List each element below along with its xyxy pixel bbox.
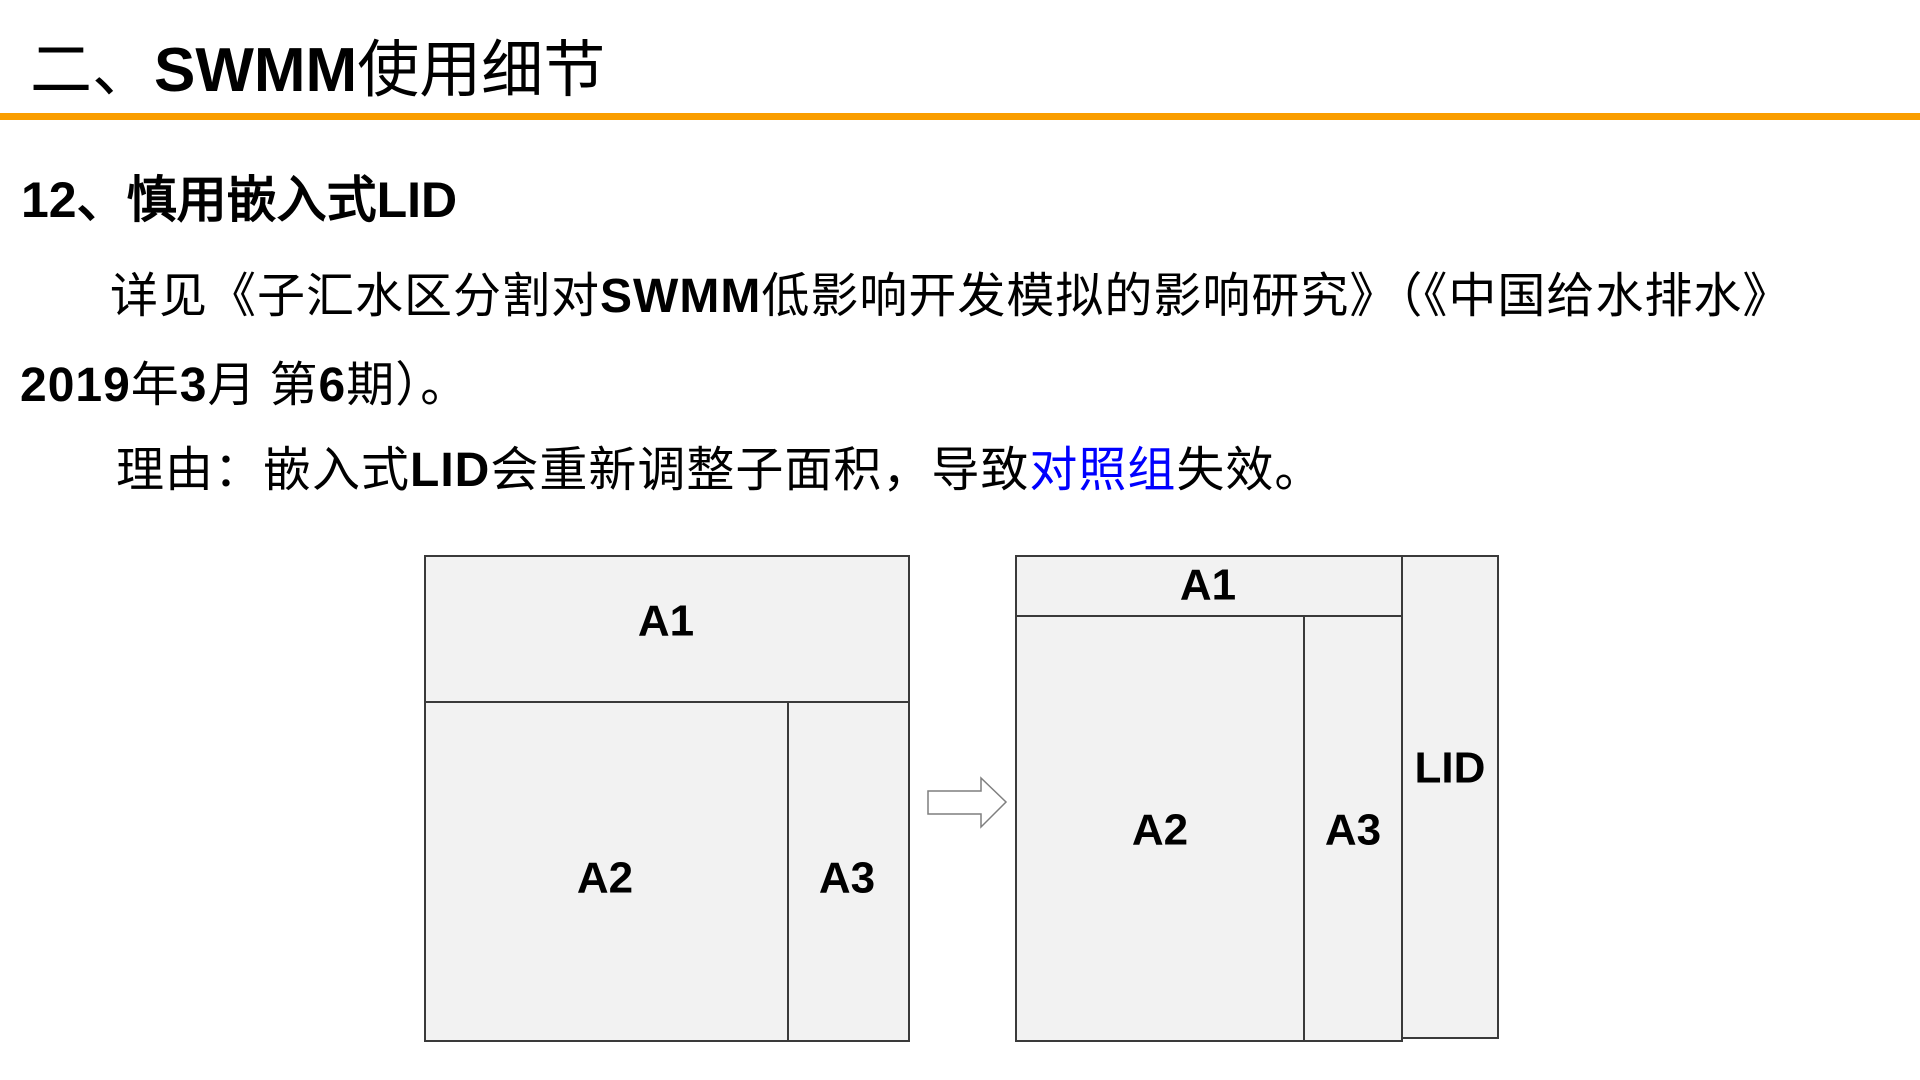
reference-line-1: 详见《子汇水区分割对SWMM低影响开发模拟的影响研究》（《中国给水排水》 bbox=[110, 273, 1791, 321]
slide-title-suffix: 使用细节 bbox=[357, 36, 606, 105]
before-area-a1 bbox=[424, 555, 910, 703]
slide-title-emphasis: SWMM bbox=[154, 36, 358, 105]
after-area-a3 bbox=[1303, 615, 1403, 1042]
reason-text-lid: LID bbox=[410, 444, 491, 497]
reference-text-swmm: SWMM bbox=[600, 270, 762, 323]
reason-text-c: 会重新调整子面积，导致 bbox=[490, 444, 1030, 497]
right-arrow-icon bbox=[927, 776, 1008, 829]
reference-text-c: 低影响开发模拟的影响研究》（《中国给水排水》 bbox=[761, 270, 1792, 323]
after-label-a2: A2 bbox=[1132, 806, 1188, 855]
reference-line-2: 2019年3月 第6期）。 bbox=[20, 362, 469, 410]
title-underline-rule bbox=[0, 113, 1920, 120]
before-area-a2 bbox=[424, 701, 789, 1042]
reference-issue: 6 bbox=[318, 359, 347, 412]
reference-year-unit: 年 bbox=[130, 359, 180, 412]
after-label-a1: A1 bbox=[1180, 561, 1236, 610]
diagram-after: A1 A2 A3 LID bbox=[1015, 555, 1499, 1042]
before-label-a2: A2 bbox=[577, 854, 633, 903]
after-label-lid: LID bbox=[1415, 744, 1486, 793]
reference-month: 3 bbox=[179, 359, 208, 412]
reason-text-d: 失效。 bbox=[1176, 444, 1324, 497]
after-area-a1 bbox=[1015, 555, 1403, 617]
reason-highlight-control-group: 对照组 bbox=[1029, 444, 1177, 497]
after-area-lid bbox=[1401, 555, 1499, 1039]
slide-title-prefix: 二、 bbox=[30, 36, 155, 105]
before-label-a1: A1 bbox=[638, 597, 694, 646]
after-label-a3: A3 bbox=[1325, 806, 1381, 855]
after-area-a2 bbox=[1015, 615, 1305, 1042]
reason-text-a: 理由：嵌入式 bbox=[116, 444, 411, 497]
before-area-a3 bbox=[787, 701, 910, 1042]
reason-line: 理由：嵌入式LID会重新调整子面积，导致对照组失效。 bbox=[116, 447, 1323, 495]
slide-title: 二、SWMM使用细节 bbox=[30, 40, 605, 102]
reference-issue-suffix: 期）。 bbox=[346, 359, 470, 412]
section-heading: 12、慎用嵌入式LID bbox=[21, 172, 458, 228]
reference-text-a: 详见《子汇水区分割对 bbox=[110, 270, 601, 323]
reference-year: 2019 bbox=[20, 359, 131, 412]
before-label-a3: A3 bbox=[819, 854, 875, 903]
reference-month-unit: 月 第 bbox=[207, 359, 319, 412]
diagram-before: A1 A2 A3 bbox=[424, 555, 910, 1042]
